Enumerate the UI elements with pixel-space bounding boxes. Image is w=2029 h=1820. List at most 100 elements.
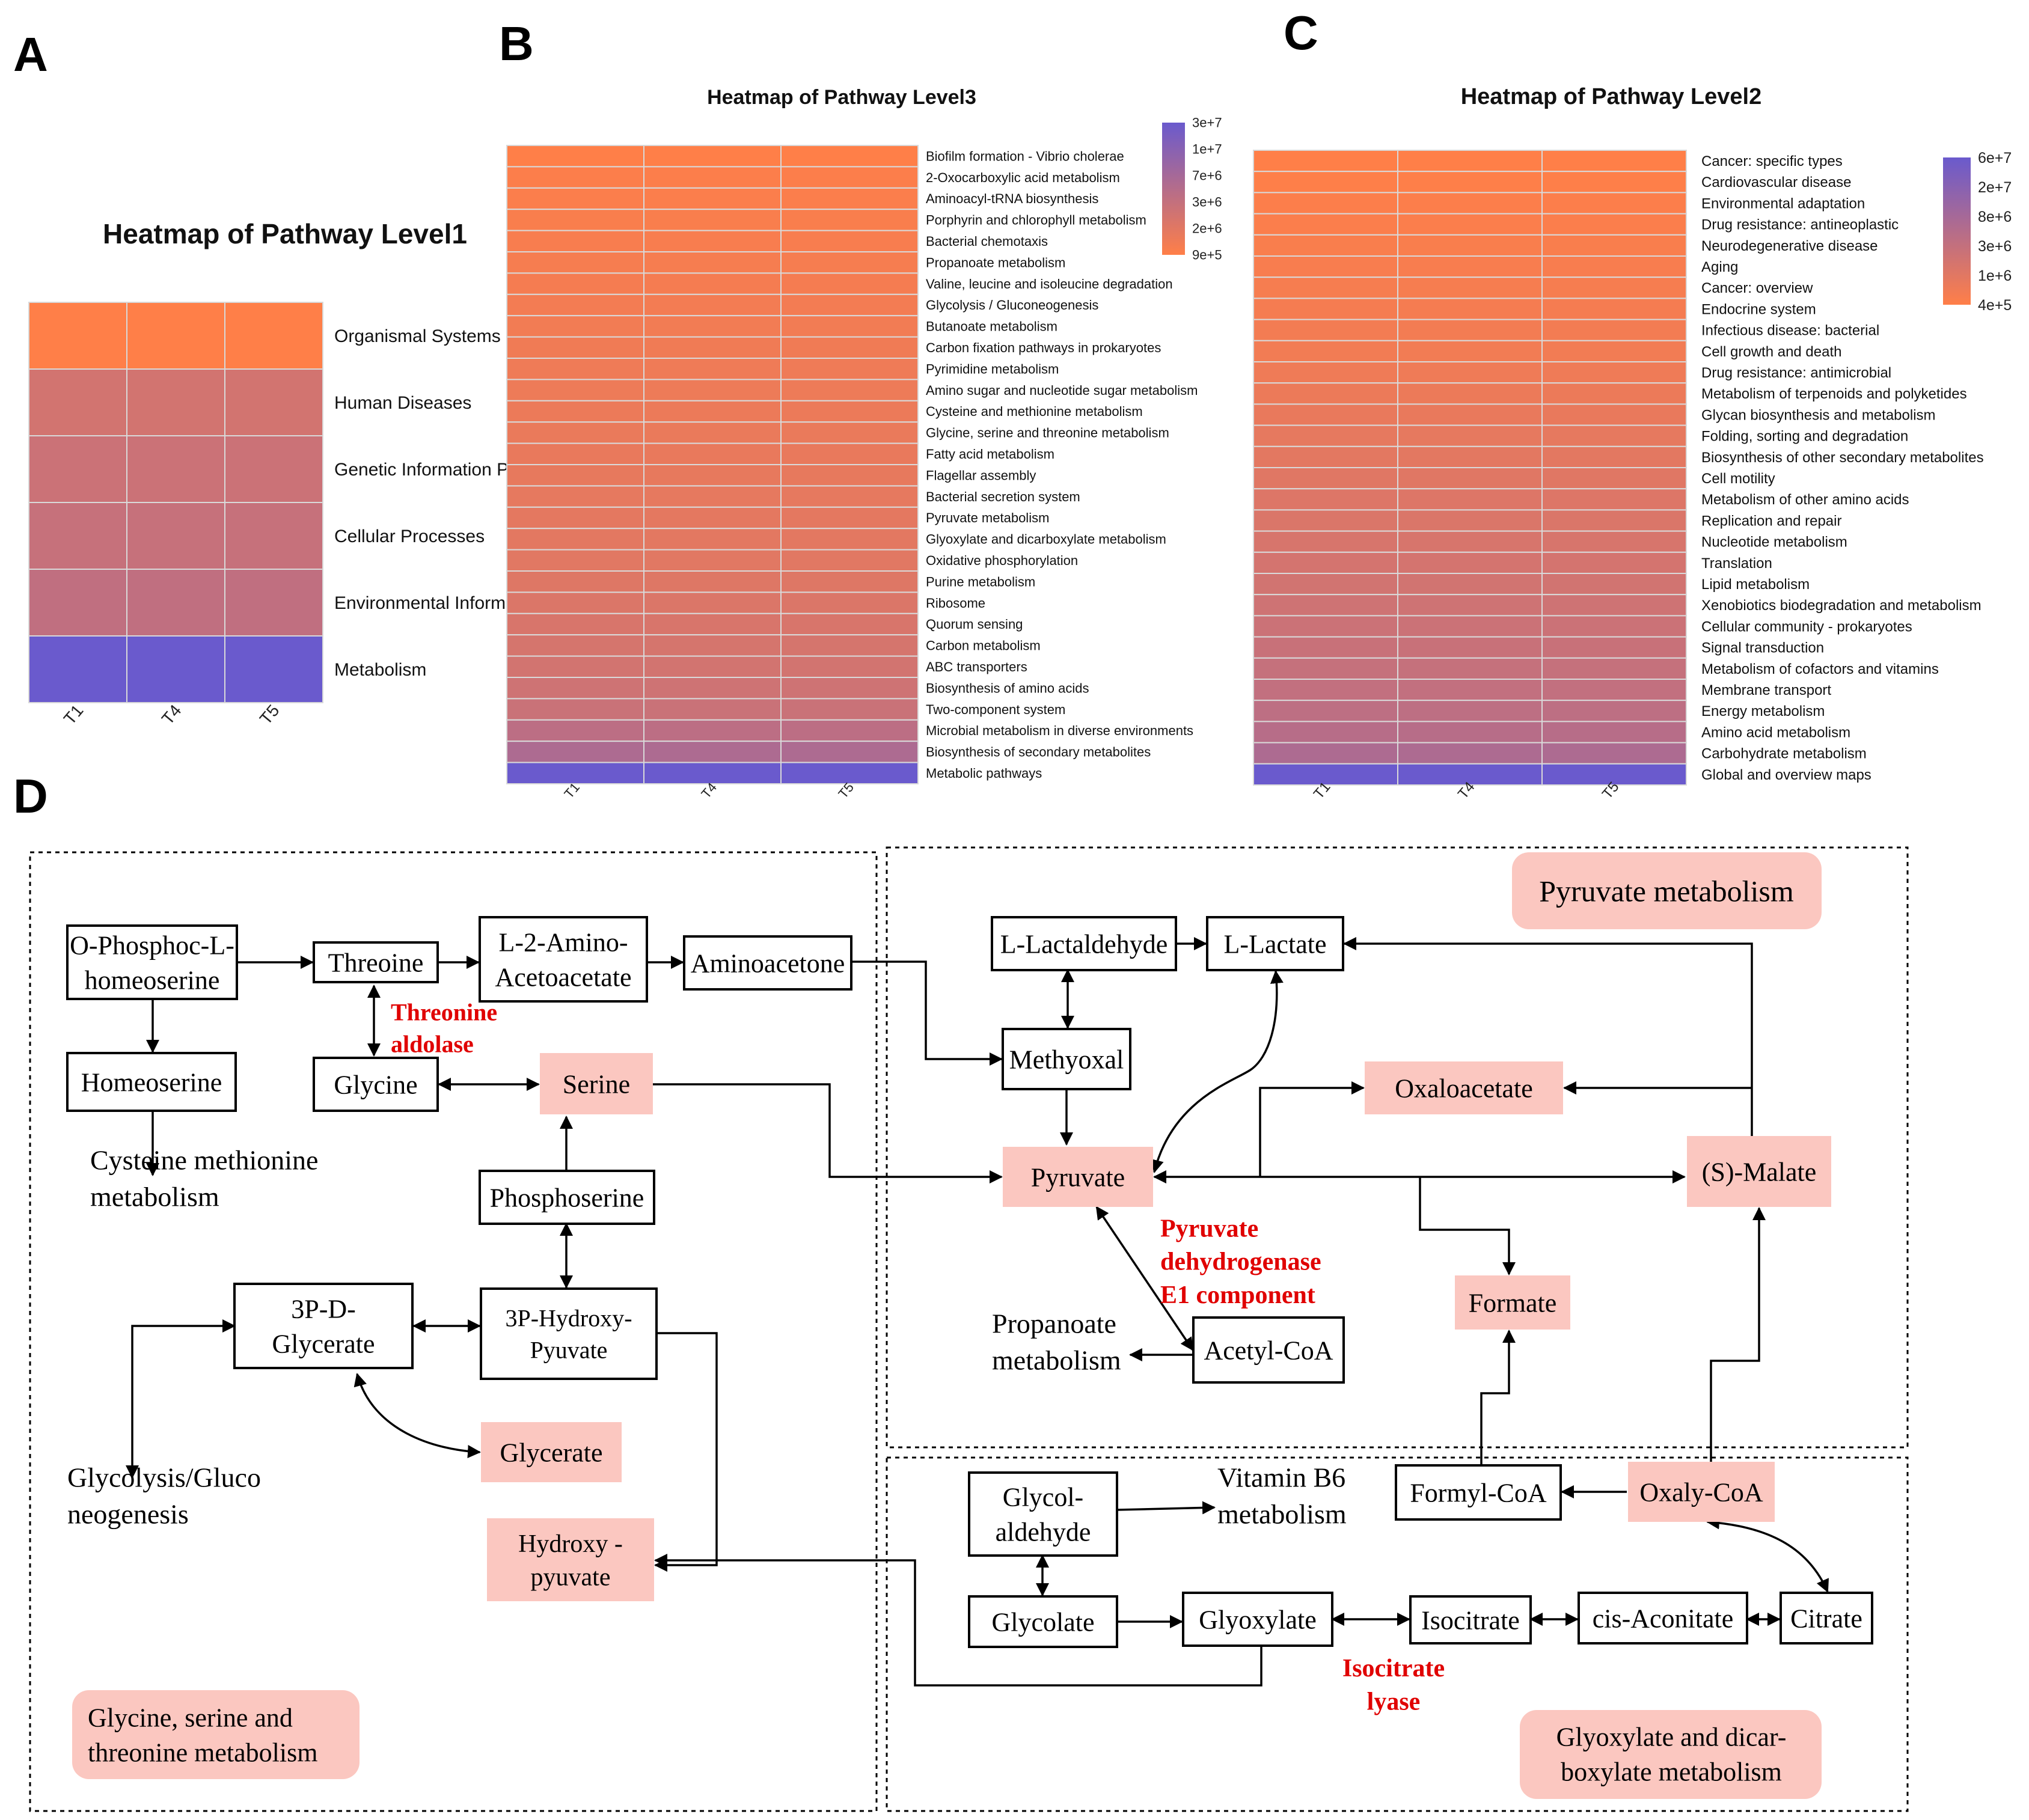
heatmap-cell [1541, 340, 1687, 362]
heatmap-cell [643, 187, 782, 210]
node-methyoxal: Methyoxal [1002, 1028, 1131, 1090]
heatmap-cell [506, 272, 644, 295]
heatmap-cell [1397, 467, 1543, 490]
heatmap-cell [1397, 361, 1543, 384]
heatmap-cell [506, 187, 644, 210]
node-threonine: Threoine [313, 941, 439, 983]
heatmap-cell [643, 400, 782, 423]
row-label: Organismal Systems [334, 326, 501, 346]
row-label: Aminoacyl-tRNA biosynthesis [926, 191, 1098, 206]
heatmap-cell [1397, 763, 1543, 786]
heatmap-cell [1541, 403, 1687, 426]
row-label: Signal transduction [1701, 640, 1824, 656]
legend-tick-label: 1e+7 [1192, 142, 1222, 157]
heatmap-cell [1397, 213, 1543, 236]
row-label: Cysteine and methionine metabolism [926, 404, 1143, 419]
column-label: T1 [60, 701, 87, 728]
heatmap-cell [1397, 657, 1543, 680]
heatmap-cell [1397, 679, 1543, 701]
row-label: 2-Oxocarboxylic acid metabolism [926, 170, 1120, 185]
node-pyruvate: Pyruvate [1003, 1147, 1153, 1207]
legend-tick-label: 3e+7 [1192, 115, 1222, 130]
pathway-arrow [1419, 1177, 1516, 1275]
heatmap-cell [506, 655, 644, 678]
legend-tick-label: 4e+5 [1978, 297, 2012, 314]
heatmap-cell [780, 719, 919, 742]
row-label: Cancer: specific types [1701, 153, 1843, 169]
heatmap-cell [780, 400, 919, 423]
heatmap-cell [780, 677, 919, 700]
heatmap-cell [28, 302, 127, 370]
heatmap-cell [780, 655, 919, 678]
heatmap-cell [1397, 171, 1543, 194]
row-label: Bacterial secretion system [926, 489, 1080, 504]
pathway-arrow [1706, 1516, 1829, 1593]
node-label: Glycolate [991, 1607, 1094, 1637]
column-label: T5 [256, 701, 283, 728]
heatmap-cell [1397, 255, 1543, 278]
node-formate: Formate [1455, 1275, 1570, 1330]
heatmap-cell [1541, 551, 1687, 574]
row-label: Translation [1701, 555, 1772, 572]
row-label: Cell motility [1701, 471, 1775, 487]
heatmap-cell [1253, 594, 1398, 617]
heatmap-cell [780, 358, 919, 380]
node-label: Aminoacetone [691, 948, 845, 978]
heatmap-cell [126, 368, 225, 436]
heatmap-cell [506, 293, 644, 317]
heatmap-cell [126, 502, 225, 570]
heatmap-level3: Heatmap of Pathway Level3 Biofilm format… [506, 86, 1222, 801]
heatmap-cell [1397, 488, 1543, 511]
heatmap-cell [1541, 276, 1687, 299]
heatmap-cell [1253, 340, 1398, 362]
row-label: Metabolism of cofactors and vitamins [1701, 661, 1939, 677]
heatmap-cell [643, 655, 782, 678]
pathway-arrow [1116, 1501, 1216, 1515]
row-label: Infectious disease: bacterial [1701, 323, 1879, 339]
heatmap-cell [1253, 615, 1398, 638]
heatmap-cell [780, 315, 919, 338]
heatmap-cell [1397, 234, 1543, 257]
heatmap-title: Heatmap of Pathway Level2 [1461, 84, 1762, 109]
heatmap-cell [1541, 573, 1687, 596]
pathway-arrow [1480, 1330, 1516, 1465]
heatmap-cell [506, 528, 644, 551]
node-lactaldehyde: L-Lactaldehyde [991, 916, 1177, 971]
heatmap-cell [1253, 763, 1398, 786]
heatmap-cell [1253, 361, 1398, 384]
heatmap-cell [1541, 488, 1687, 511]
heatmap-cell [780, 230, 919, 253]
row-label: Drug resistance: antineoplastic [1701, 217, 1899, 233]
pathway-arrow [654, 1332, 718, 1572]
row-label: Xenobiotics biodegradation and metabolis… [1701, 597, 1982, 614]
heatmap-cell [1253, 551, 1398, 574]
heatmap-cell [643, 741, 782, 763]
heatmap-cell [643, 379, 782, 402]
row-label: Two-component system [926, 702, 1065, 717]
heatmap-cell [1541, 679, 1687, 701]
node-hydroxypyuvate3p: 3P-Hydroxy-Pyuvate [480, 1287, 658, 1380]
heatmap-cell [1541, 467, 1687, 490]
heatmap-cell [224, 635, 323, 703]
node-label: 3P-D-Glycerate [272, 1294, 375, 1358]
row-label: Porphyrin and chlorophyll metabolism [926, 213, 1146, 228]
heatmap-cell [1253, 657, 1398, 680]
heatmap-cell [643, 272, 782, 295]
heatmap-cell [643, 166, 782, 189]
heatmap-cell [1541, 150, 1687, 173]
heatmap-cell [780, 272, 919, 295]
node-formylcoa: Formyl-CoA [1395, 1464, 1562, 1521]
node-glyoxylate: Glyoxylate [1182, 1592, 1333, 1647]
row-label: Fatty acid metabolism [926, 447, 1054, 462]
heatmap-cell [1253, 234, 1398, 257]
pathway-arrow [1710, 1207, 1766, 1462]
heatmap-cell [643, 442, 782, 465]
heatmap-cell [1253, 488, 1398, 511]
heatmap-cell [780, 634, 919, 657]
heatmap-cell [506, 677, 644, 700]
heatmap-cell [1397, 276, 1543, 299]
